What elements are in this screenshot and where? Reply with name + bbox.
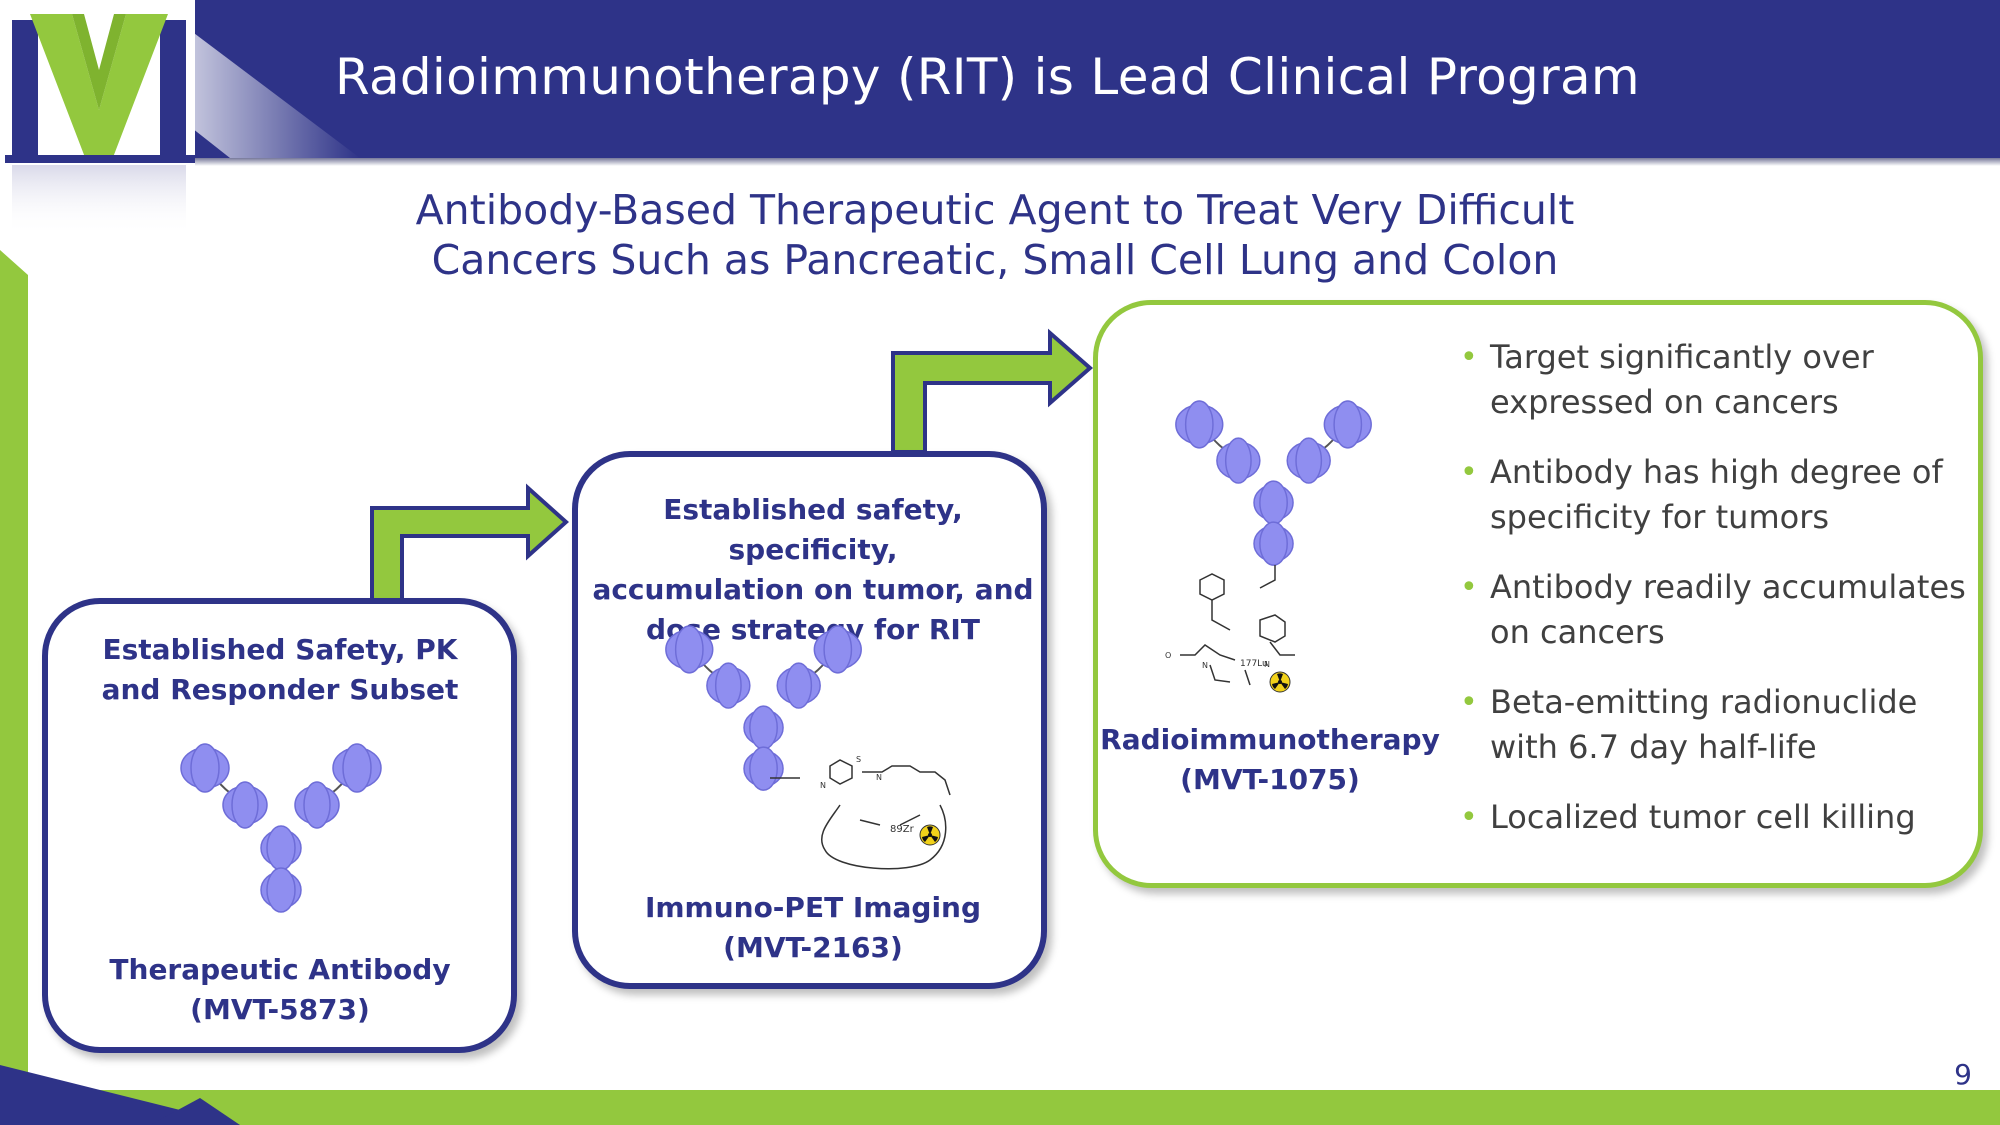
pet-code: (MVT-2163) — [723, 931, 903, 964]
svg-text:O: O — [1165, 651, 1171, 660]
svg-text:N: N — [876, 773, 882, 782]
left-green-bar — [0, 250, 28, 1090]
therapeutic-top-line-1: Established Safety, PK — [102, 633, 458, 666]
bullet-3-line-2: on cancers — [1490, 613, 1665, 651]
bullet-1-line-2: expressed on cancers — [1490, 383, 1839, 421]
bullet-item: • Antibody readily accumulates on cancer… — [1460, 565, 1980, 655]
arrow-icon-1 — [370, 483, 569, 602]
isotope-label-lu: 177Lu — [1240, 659, 1268, 669]
svg-text:S: S — [856, 755, 861, 764]
bullet-4-line-2: with 6.7 day half-life — [1490, 728, 1817, 766]
page-number: 9 — [1954, 1058, 1972, 1091]
chelator-structure-lu: O N 177Lu N — [1165, 565, 1295, 693]
bullet-dot-icon: • — [1460, 685, 1478, 720]
svg-text:N: N — [820, 781, 826, 790]
card-pet-label: Immuno-PET Imaging (MVT-2163) — [578, 888, 1048, 968]
bullet-dot-icon: • — [1460, 800, 1478, 835]
bullet-1-line-1: Target significantly over — [1490, 338, 1874, 376]
title-bar — [0, 0, 2000, 158]
card-radioimmunotherapy — [1093, 300, 1983, 888]
antibody-icon-3 — [1175, 400, 1372, 566]
pet-name: Immuno-PET Imaging — [644, 891, 982, 924]
bullet-dot-icon: • — [1460, 455, 1478, 490]
antibody-icon-1 — [180, 743, 382, 913]
therapeutic-code: (MVT-5873) — [190, 993, 370, 1026]
subtitle-line-2: Cancers Such as Pancreatic, Small Cell L… — [431, 236, 1559, 284]
subtitle-line-1: Antibody-Based Therapeutic Agent to Trea… — [415, 186, 1575, 234]
logo-m-icon — [0, 0, 360, 235]
bullet-dot-icon: • — [1460, 340, 1478, 375]
radiation-icon-2 — [1269, 671, 1291, 693]
bottom-navy-wedge-2 — [150, 1098, 240, 1125]
bullet-2-line-2: specificity for tumors — [1490, 498, 1830, 536]
title-bar-shadow — [190, 158, 2000, 166]
bottom-green-bar — [0, 1090, 2000, 1125]
therapeutic-name: Therapeutic Antibody — [109, 953, 451, 986]
bullet-dot-icon: • — [1460, 570, 1478, 605]
page-title: Radioimmunotherapy (RIT) is Lead Clinica… — [335, 48, 1640, 106]
rit-bullet-list: • Target significantly over expressed on… — [1460, 335, 1980, 865]
bullet-5-line-1: Localized tumor cell killing — [1490, 798, 1916, 836]
card-therapeutic-label: Therapeutic Antibody (MVT-5873) — [50, 950, 510, 1030]
bullet-item: • Beta-emitting radionuclide with 6.7 da… — [1460, 680, 1980, 770]
chelator-structure-zr: N S N 89Zr — [770, 755, 951, 870]
therapeutic-top-line-2: and Responder Subset — [101, 673, 459, 706]
bullet-item: • Antibody has high degree of specificit… — [1460, 450, 1980, 540]
pet-top-line-1: Established safety, specificity, — [663, 493, 963, 566]
bullet-item: • Target significantly over expressed on… — [1460, 335, 1980, 425]
rit-code: (MVT-1075) — [1180, 763, 1360, 796]
rit-name: Radioimmunotherapy — [1100, 723, 1440, 756]
arrow-icon-2 — [891, 328, 1094, 454]
subtitle: Antibody-Based Therapeutic Agent to Trea… — [330, 185, 1660, 285]
bullet-4-line-1: Beta-emitting radionuclide — [1490, 683, 1918, 721]
radiation-icon-1 — [919, 824, 941, 846]
bullet-item: • Localized tumor cell killing — [1460, 795, 1980, 840]
bullet-2-line-1: Antibody has high degree of — [1490, 453, 1943, 491]
isotope-label-zr: 89Zr — [890, 824, 915, 835]
pet-top-line-2: accumulation on tumor, and — [592, 573, 1034, 606]
svg-text:N: N — [1264, 660, 1270, 669]
card-therapeutic-top-text: Established Safety, PK and Responder Sub… — [50, 630, 510, 710]
card-rit-label: Radioimmunotherapy (MVT-1075) — [1100, 720, 1440, 800]
bullet-3-line-1: Antibody readily accumulates — [1490, 568, 1966, 606]
svg-text:N: N — [1202, 661, 1208, 670]
antibody-icon-2 — [665, 625, 862, 791]
card-immuno-pet — [572, 451, 1047, 989]
